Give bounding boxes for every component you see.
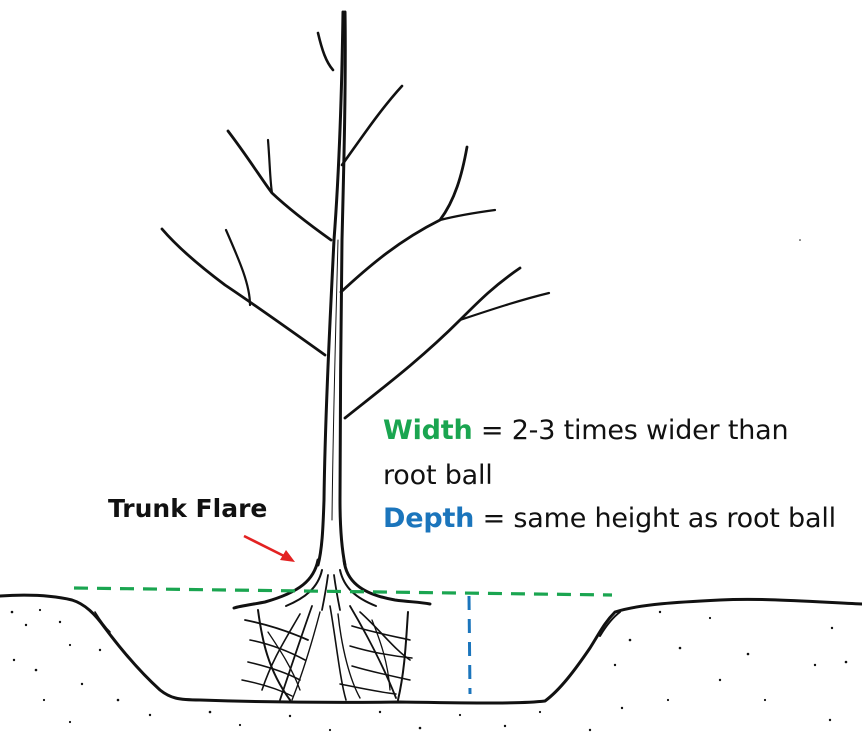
trunk-flare-label: Trunk Flare <box>108 494 268 523</box>
width-guide-line <box>73 586 613 597</box>
root-ball <box>241 605 413 701</box>
width-annotation: Width = 2-3 times wider than <box>383 408 789 453</box>
width-key: Width <box>383 415 473 446</box>
depth-key: Depth <box>383 503 475 534</box>
width-description-cont: root ball <box>383 460 493 491</box>
red-arrow-icon <box>243 534 295 562</box>
depth-annotation: Depth = same height as root ball <box>383 496 836 541</box>
width-annotation-continued: root ball <box>383 453 493 498</box>
depth-description: = same height as root ball <box>474 503 837 534</box>
depth-guide-line <box>467 595 472 695</box>
width-description: = 2-3 times wider than <box>472 415 789 446</box>
soil-profile <box>0 593 862 705</box>
trunk-flare <box>232 558 432 611</box>
branches <box>160 31 551 420</box>
trunk <box>316 10 347 567</box>
soil-speckles <box>10 239 848 732</box>
